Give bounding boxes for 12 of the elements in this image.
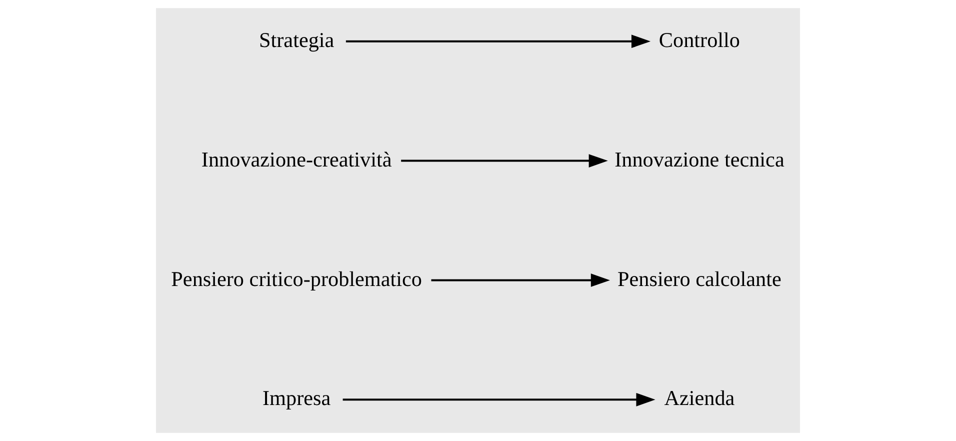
node-text: Azienda <box>664 386 735 410</box>
node-text: Innovazione-creatività <box>201 147 392 172</box>
arrow <box>346 34 651 48</box>
arrow <box>401 154 608 168</box>
node-text: Innovazione tecnica <box>614 147 784 172</box>
node-text: Pensiero calcolante <box>618 266 782 291</box>
node-text: Impresa <box>262 386 331 410</box>
node-text: Strategia <box>258 28 334 52</box>
node-text: Pensiero critico-problematico <box>171 266 422 291</box>
arrow <box>431 274 610 287</box>
arrow <box>342 392 656 406</box>
node-text: Controllo <box>658 28 740 52</box>
